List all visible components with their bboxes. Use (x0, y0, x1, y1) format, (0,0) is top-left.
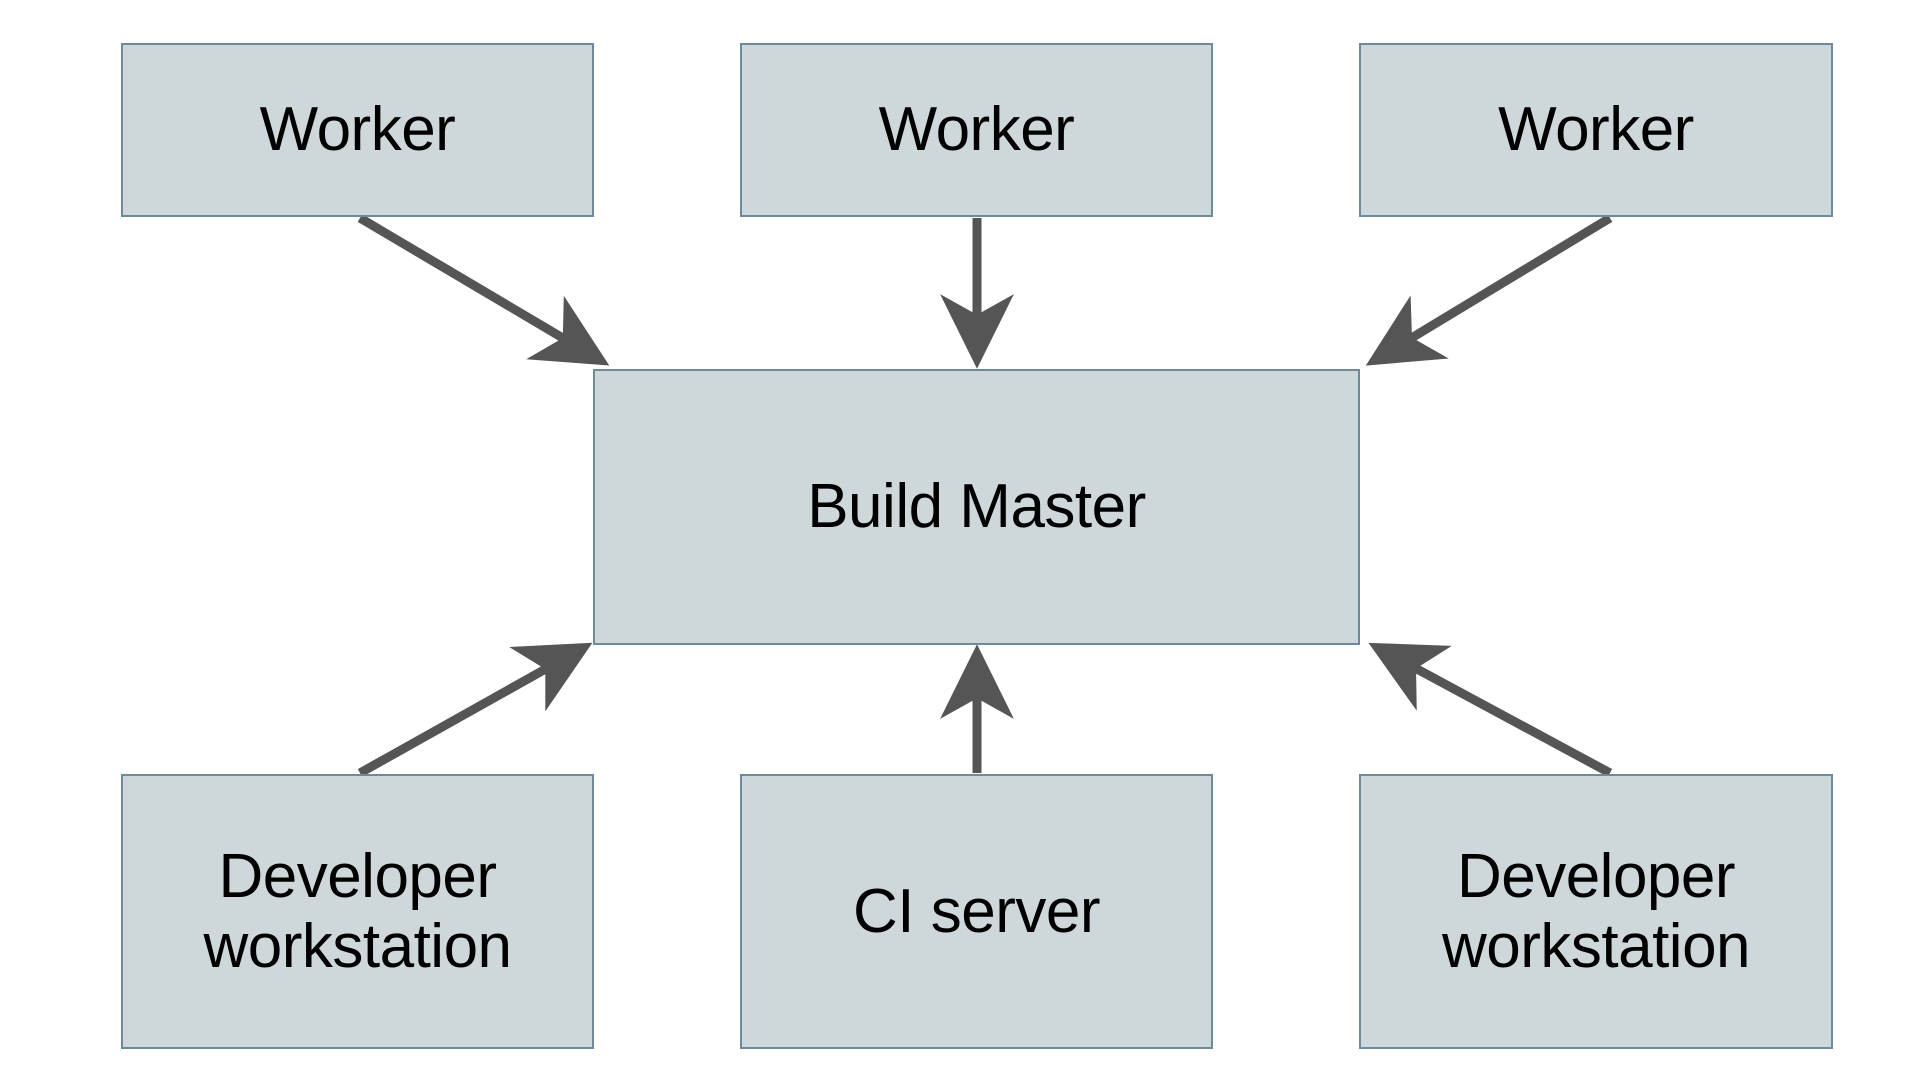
edge-worker-3-to-build-master (1365, 214, 1613, 366)
node-dev-workstation-left-label: Developer workstation (203, 842, 512, 981)
node-worker-2[interactable]: Worker (740, 43, 1213, 217)
node-build-master[interactable]: Build Master (593, 369, 1360, 645)
node-dev-workstation-right-label: Developer workstation (1441, 842, 1751, 981)
node-ci-server[interactable]: CI server (740, 774, 1213, 1049)
node-worker-1[interactable]: Worker (121, 43, 594, 217)
edge-dev-left-to-build-master (357, 642, 593, 777)
node-dev-workstation-right[interactable]: Developer workstation (1359, 774, 1833, 1049)
node-ci-server-label: CI server (853, 876, 1100, 946)
edge-worker-1-to-build-master (357, 214, 610, 366)
node-dev-workstation-left[interactable]: Developer workstation (121, 774, 594, 1049)
node-worker-1-label: Worker (259, 95, 456, 165)
node-worker-3[interactable]: Worker (1359, 43, 1833, 217)
edge-dev-right-to-build-master (1368, 642, 1613, 777)
node-build-master-label: Build Master (807, 472, 1146, 542)
node-worker-3-label: Worker (1498, 95, 1694, 165)
node-worker-2-label: Worker (878, 95, 1075, 165)
